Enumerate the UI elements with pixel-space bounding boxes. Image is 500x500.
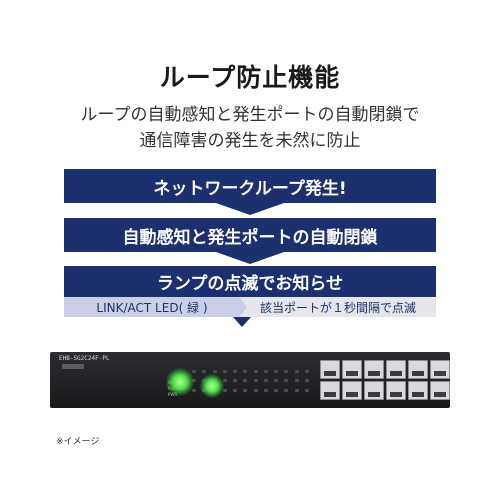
ethernet-port: [320, 360, 340, 379]
led-indicator: [294, 388, 299, 392]
ethernet-ports: [320, 360, 450, 400]
ethernet-port: [430, 360, 450, 379]
page-title: ループ防止機能: [159, 63, 341, 92]
led-indicator: [294, 379, 299, 383]
ethernet-port: [342, 360, 362, 379]
led-indicator: [233, 379, 237, 383]
ethernet-port: [408, 360, 428, 379]
led-indicator: [304, 370, 309, 373]
led-label: LINK/ACT LED( 緑 ): [64, 297, 240, 317]
led-indicator: [243, 379, 248, 383]
ethernet-port: [364, 381, 384, 400]
led-indicator: [192, 379, 196, 383]
banner-auto-close: 自動感知と発生ポートの自動閉鎖: [64, 218, 436, 252]
led-indicator: [304, 379, 309, 383]
ethernet-port: [320, 381, 340, 400]
led-indicator: [263, 370, 268, 373]
led-indicator: [274, 388, 278, 392]
led-indicator: [202, 370, 207, 373]
ethernet-port: [430, 381, 450, 400]
ethernet-port: [364, 360, 384, 379]
switch-device-image: EHB-SG2C24F-PL Act PoE Max PWR: [50, 352, 450, 408]
led-indicator: [233, 370, 237, 373]
led-glow: [200, 374, 224, 398]
led-indicator: [294, 370, 299, 373]
device-badge: [62, 364, 84, 369]
image-note: ※イメージ: [56, 437, 100, 447]
led-indicator: [304, 388, 309, 392]
ethernet-port: [386, 360, 406, 379]
led-indicator: [284, 379, 289, 383]
led-indicator: [192, 388, 196, 392]
ethernet-port: [386, 381, 406, 400]
led-indicator: [263, 379, 268, 383]
pointer-arrow-icon: [233, 317, 251, 327]
banner-lamp-blink: ランプの点滅でお知らせ: [64, 266, 436, 297]
led-indicator: [233, 388, 237, 392]
led-indicator: [253, 388, 258, 392]
led-indicator: [243, 388, 248, 392]
subtitle-line-1: ループの自動感知と発生ポートの自動閉鎖で: [80, 105, 420, 125]
subtitle: ループの自動感知と発生ポートの自動閉鎖で 通信障害の発生を未然に防止: [0, 102, 500, 154]
led-indicator: [253, 370, 258, 373]
led-description: 該当ポートが１秒間隔で点滅: [239, 297, 436, 317]
down-arrow-icon: [216, 203, 284, 215]
banner-loop-detected: ネットワークループ発生!: [64, 169, 436, 203]
led-indicator: [284, 388, 289, 392]
led-indicator: [192, 370, 196, 373]
led-indicator: [222, 388, 227, 392]
led-indicator: [222, 379, 227, 383]
led-indicator: [243, 370, 248, 373]
led-indicator: [253, 379, 258, 383]
ethernet-port: [342, 381, 362, 400]
led-indicator: [284, 370, 289, 373]
led-indicator: [274, 370, 278, 373]
subtitle-line-2: 通信障害の発生を未然に防止: [139, 131, 361, 151]
device-model: EHB-SG2C24F-PL: [59, 355, 110, 362]
led-indicator: [222, 370, 227, 373]
ethernet-port: [408, 381, 428, 400]
led-glow: [166, 368, 194, 396]
led-info-row: LINK/ACT LED( 緑 ) 該当ポートが１秒間隔で点滅: [64, 297, 436, 317]
led-indicator: [263, 388, 268, 392]
led-indicator: [274, 379, 278, 383]
down-arrow-icon: [216, 252, 284, 264]
led-indicator: [212, 370, 217, 373]
